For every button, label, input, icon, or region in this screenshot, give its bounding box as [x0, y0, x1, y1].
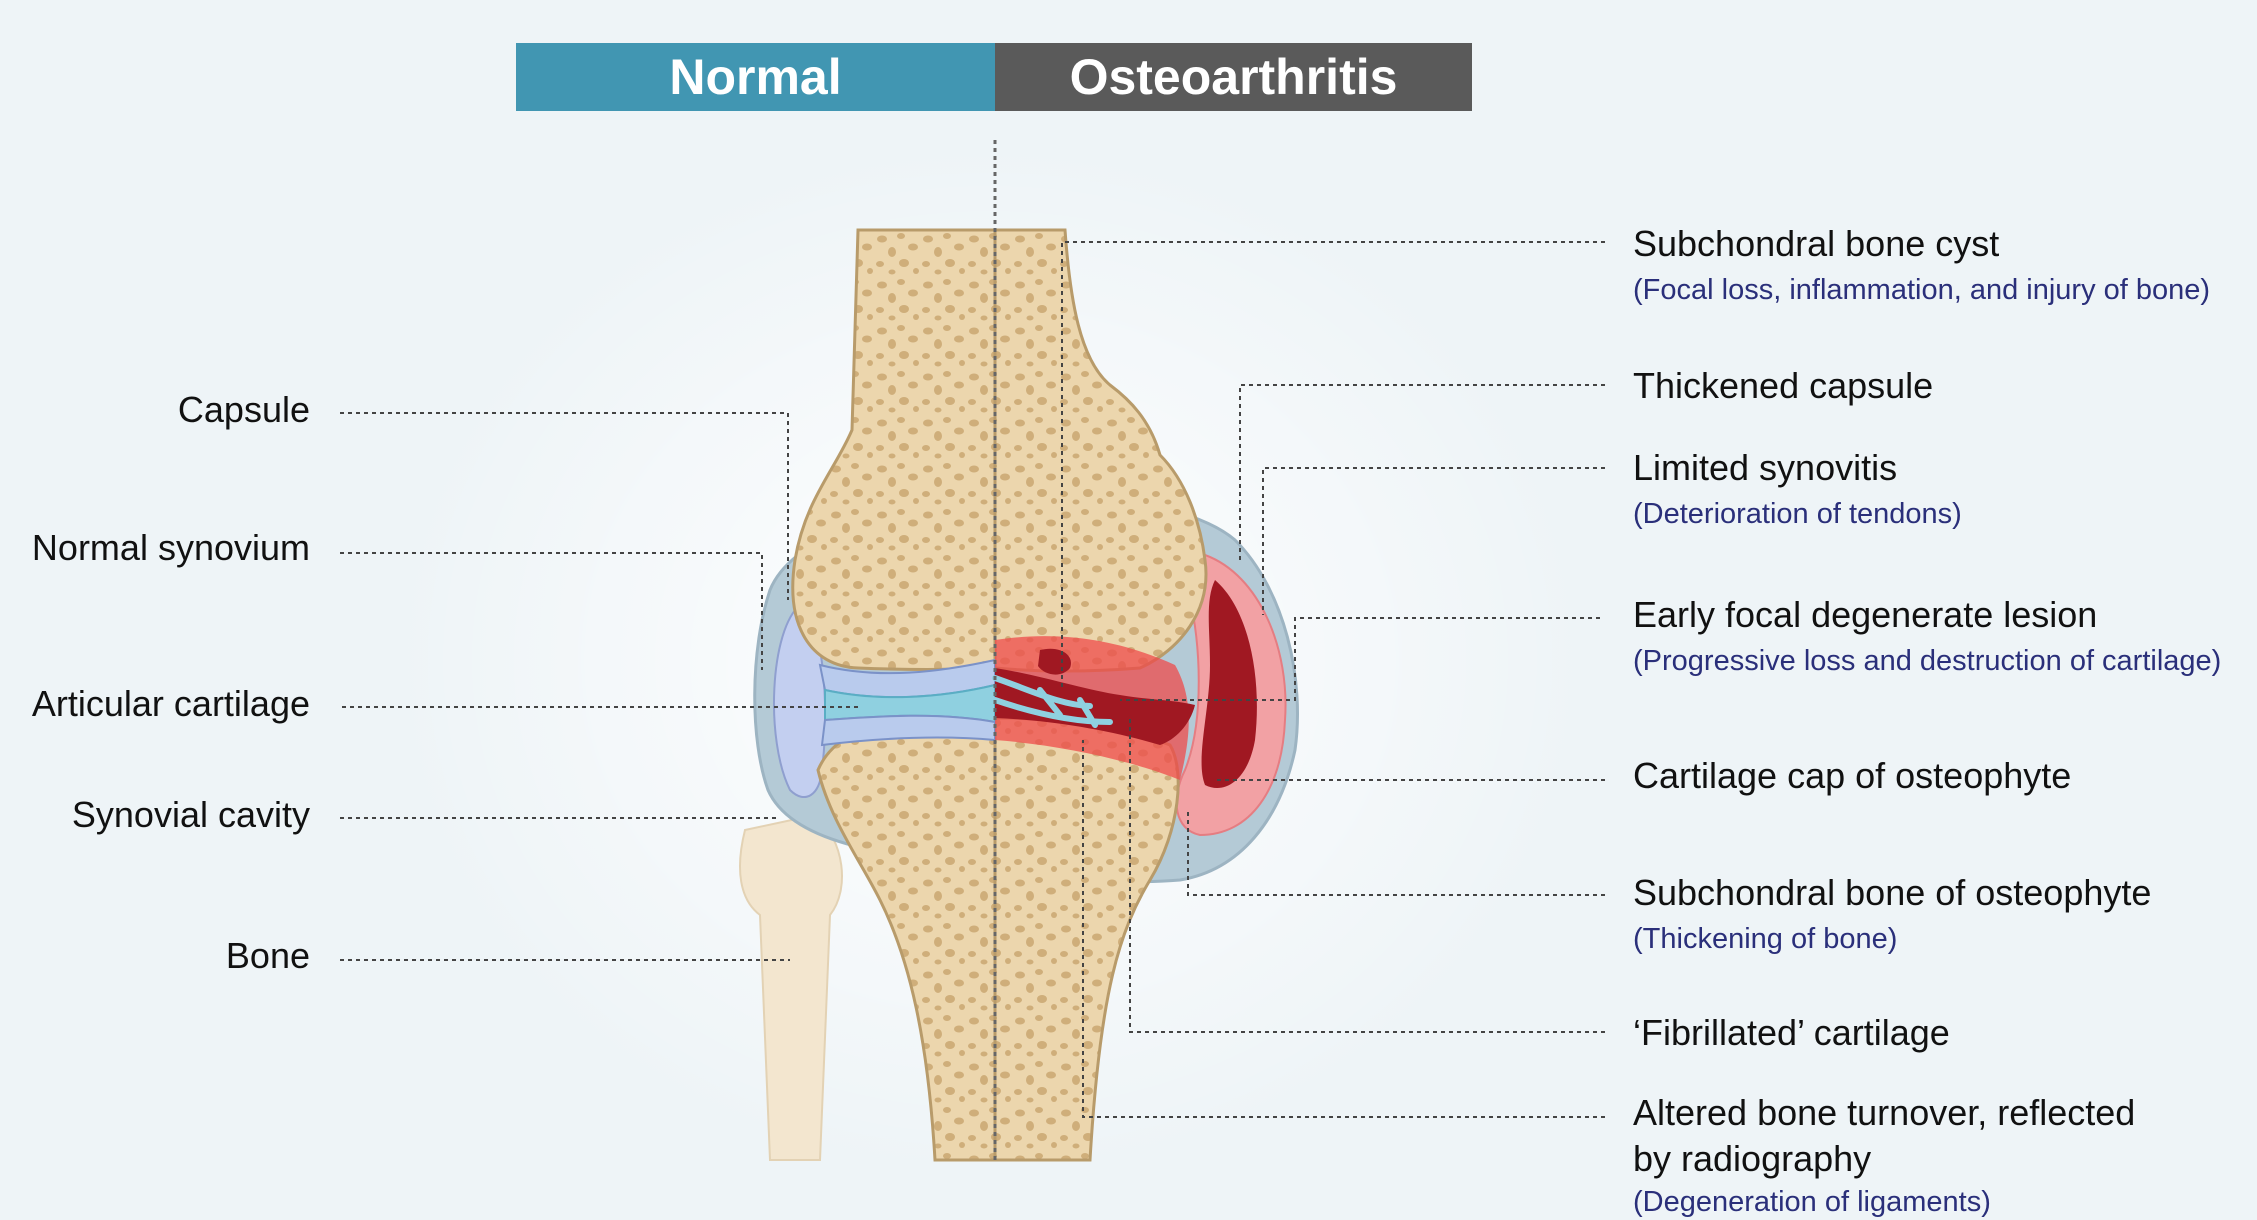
- label-capsule: Capsule: [10, 387, 310, 432]
- note-altered-bone-turnover: (Degeneration of ligaments): [1633, 1184, 1991, 1220]
- note-early-focal-lesion: (Progressive loss and destruction of car…: [1633, 643, 2221, 679]
- label-bone: Bone: [10, 933, 310, 978]
- label-normal-synovium: Normal synovium: [10, 525, 310, 570]
- label-early-focal-lesion: Early focal degenerate lesion: [1633, 592, 2097, 637]
- label-subchondral-bone-osteophyte: Subchondral bone of osteophyte: [1633, 870, 2151, 915]
- label-thickened-capsule: Thickened capsule: [1633, 363, 1933, 408]
- label-limited-synovitis: Limited synovitis: [1633, 445, 1897, 490]
- label-altered-bone-turnover-2: by radiography: [1633, 1136, 1871, 1181]
- label-cartilage-cap: Cartilage cap of osteophyte: [1633, 753, 2071, 798]
- note-subchondral-bone-osteophyte: (Thickening of bone): [1633, 921, 1897, 957]
- note-subchondral-bone-cyst: (Focal loss, inflammation, and injury of…: [1633, 272, 2210, 308]
- note-limited-synovitis: (Deterioration of tendons): [1633, 496, 1962, 532]
- label-subchondral-bone-cyst: Subchondral bone cyst: [1633, 221, 1999, 266]
- label-altered-bone-turnover-1: Altered bone turnover, reflected: [1633, 1090, 2135, 1135]
- label-articular-cartilage: Articular cartilage: [10, 681, 310, 726]
- label-synovial-cavity: Synovial cavity: [10, 792, 310, 837]
- label-fibrillated-cartilage: ‘Fibrillated’ cartilage: [1633, 1010, 1950, 1055]
